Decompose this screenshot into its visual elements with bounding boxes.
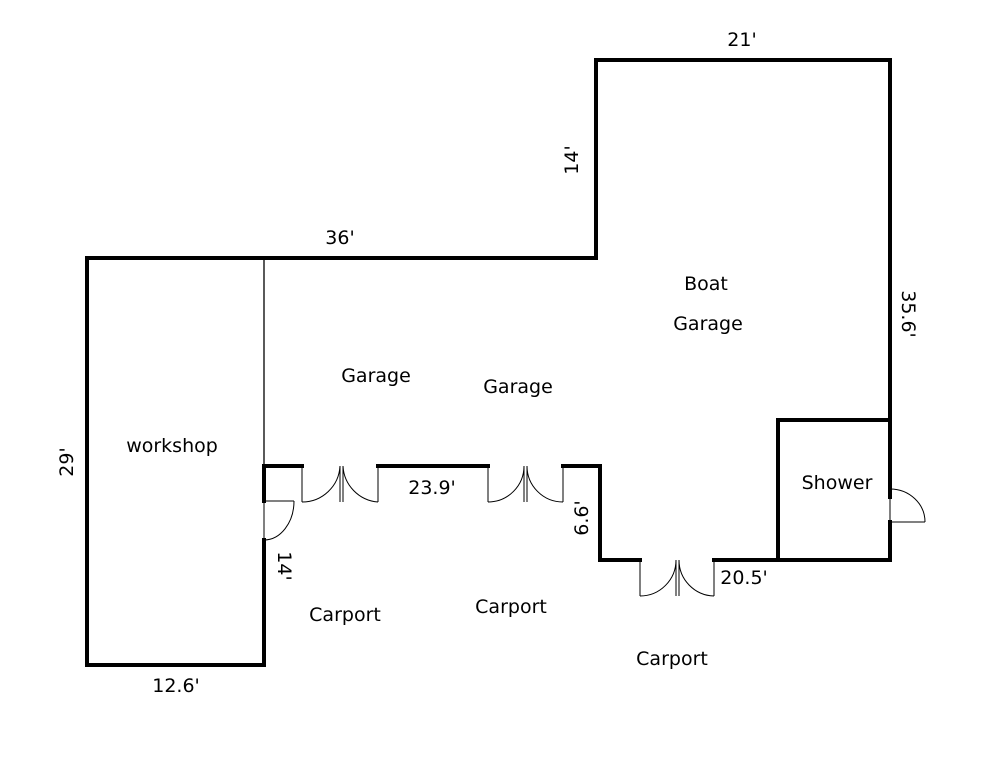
outer-wall-main: [85, 58, 892, 667]
dimension-top-boat: 21': [727, 29, 756, 51]
room-label-workshop: workshop: [126, 435, 218, 457]
room-label-garage: Garage: [341, 365, 411, 387]
dimension-left-side: 29': [56, 447, 78, 476]
room-label-carport: Carport: [475, 596, 547, 618]
double-door-icon: [301, 465, 379, 503]
room-label-carport: Carport: [636, 648, 708, 670]
room-label-garage: Garage: [483, 376, 553, 398]
room-label-shower: Shower: [802, 472, 873, 494]
dimension-mid-front: 23.9': [408, 477, 456, 499]
doors: [263, 465, 926, 597]
dimension-workshop-front: 14': [273, 551, 295, 580]
room-label-carport: Carport: [309, 604, 381, 626]
double-door-icon: [639, 559, 715, 597]
door-icon: [889, 488, 926, 523]
dimension-front-right: 20.5': [720, 567, 768, 589]
room-label-boat: Boat: [684, 273, 728, 295]
outer-wall: [262, 464, 304, 503]
door-icon: [263, 500, 295, 541]
dimension-right-side: 35.6': [897, 290, 919, 338]
double-door-icon: [487, 465, 564, 503]
dimension-step: 6.6': [571, 500, 593, 535]
shower-wall: [776, 418, 892, 562]
walls: [85, 58, 892, 667]
front-wall-step: [561, 464, 642, 562]
room-labels: workshop Garage Garage Boat Garage Showe…: [126, 273, 872, 670]
dimension-boat-left: 14': [561, 145, 583, 174]
dimension-labels: 21' 14' 36' 35.6' 29' 23.9' 6.6' 14' 20.…: [56, 29, 919, 697]
room-label-boat-garage: Garage: [673, 313, 743, 335]
dimension-top-main: 36': [325, 227, 354, 249]
right-wall-lower: [712, 520, 892, 562]
dimension-bottom: 12.6': [152, 675, 200, 697]
